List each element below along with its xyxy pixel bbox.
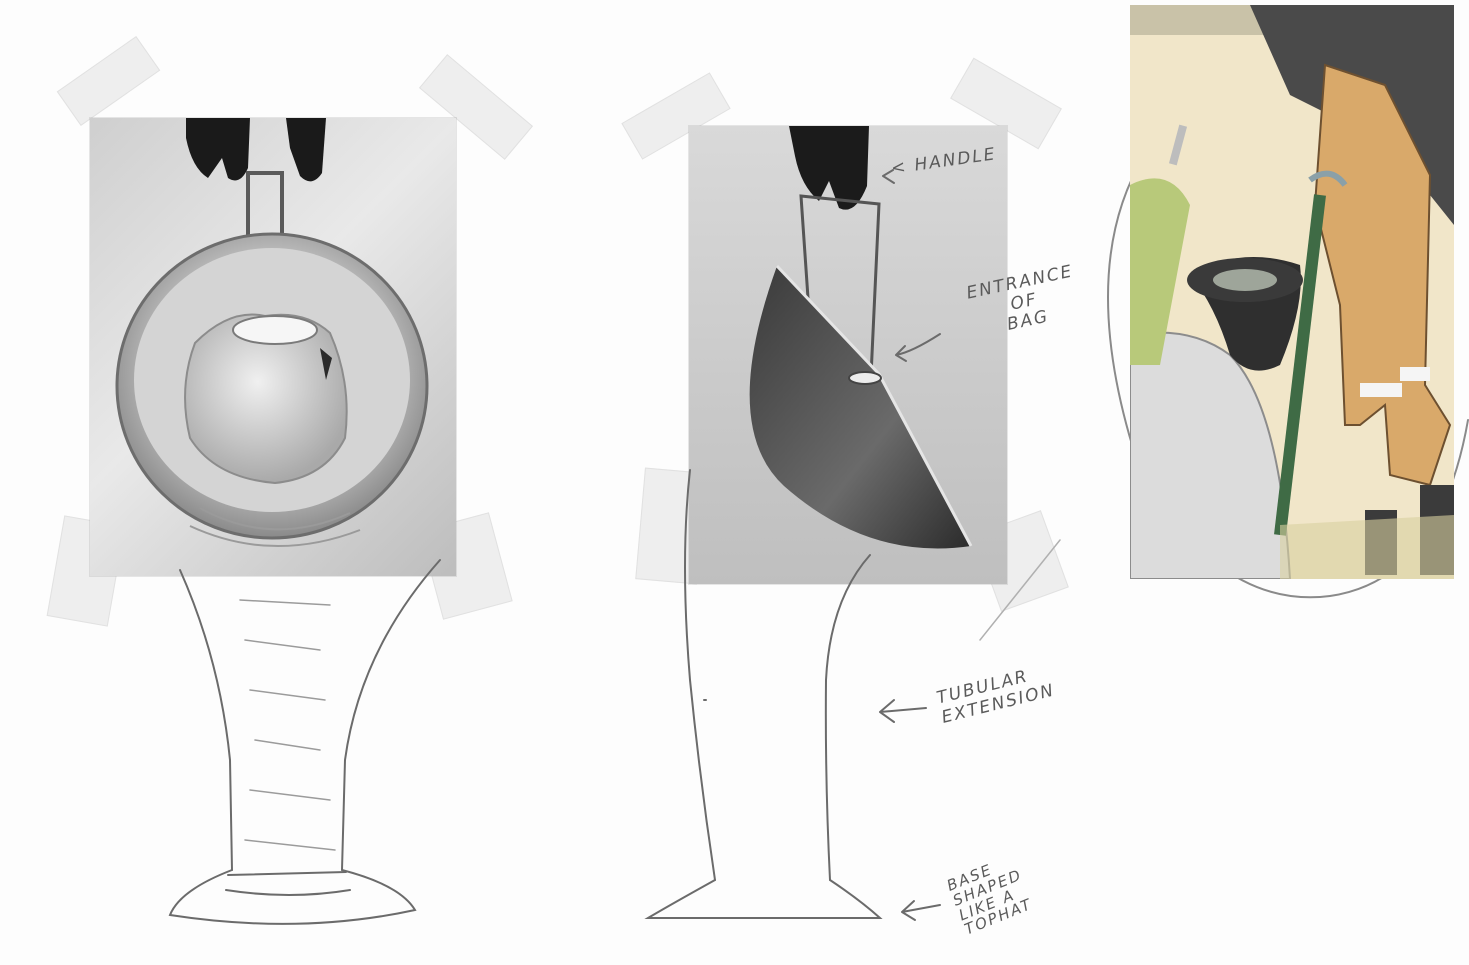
vintage-illustration — [1130, 5, 1454, 579]
left-photo-top-view — [90, 118, 456, 576]
hand-shape — [286, 118, 326, 181]
left-photo-drawing — [90, 118, 456, 576]
right-photo-side-view — [689, 126, 1007, 584]
right-photo-drawing — [689, 126, 1007, 584]
hand-shape — [186, 118, 250, 180]
illustration-drawing — [1130, 5, 1454, 579]
annotation-base-shaped-like-tophat: BASE SHAPED LIKE A TOPHAT — [945, 853, 1036, 939]
tape-strip — [57, 36, 161, 126]
annotation-tubular-extension: TUBULAR EXTENSION — [935, 662, 1057, 728]
